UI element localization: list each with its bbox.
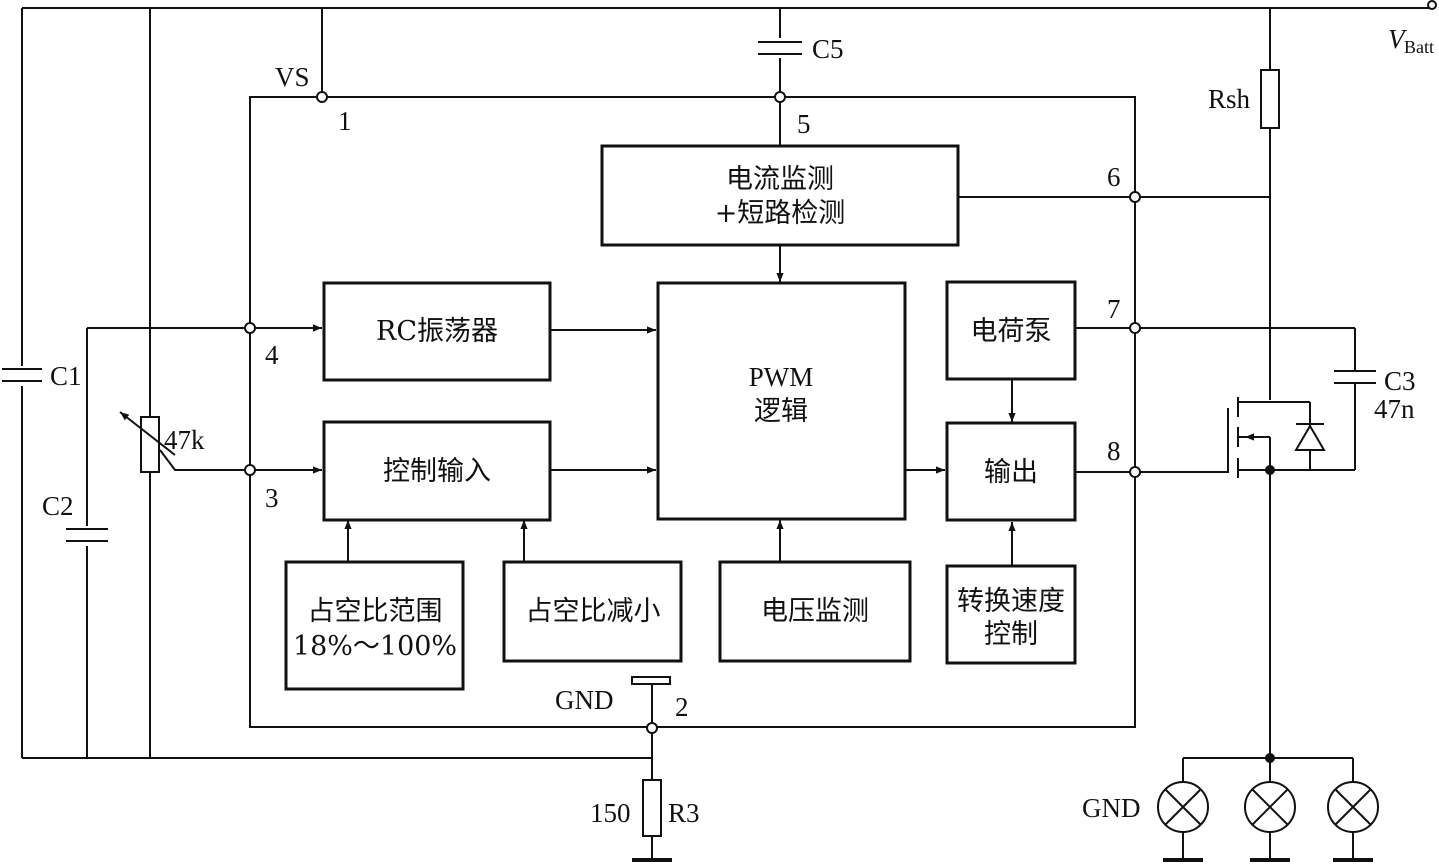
rsh-label: Rsh xyxy=(1208,84,1251,114)
pin-labels: VS 1 5 6 4 7 3 8 2 V Batt xyxy=(265,24,1434,722)
current-monitor-label-2: +短路检测 xyxy=(715,198,846,229)
block-current-monitor: 电流监测 +短路检测 xyxy=(600,144,960,247)
capacitor-c1: C1 xyxy=(0,361,82,391)
pin-2-node xyxy=(646,722,658,734)
lamp-2 xyxy=(1244,781,1296,833)
pin-6-node xyxy=(1129,191,1141,203)
output-label: 输出 xyxy=(984,457,1038,488)
block-voltage-monitor: 电压监测 xyxy=(718,560,912,663)
duty-range-label-1: 占空比范围 xyxy=(308,596,443,627)
pin-3-node xyxy=(244,464,256,476)
duty-range-label-2: 18%～100% xyxy=(293,631,457,662)
duty-reduce-label: 占空比减小 xyxy=(526,596,661,627)
freewheel-diode xyxy=(1294,423,1326,451)
vbatt-subscript: Batt xyxy=(1404,37,1434,57)
pwm-label-2: 逻辑 xyxy=(754,396,808,427)
ic-outline xyxy=(249,96,1136,728)
rc-oscillator-label: RC振荡器 xyxy=(376,316,498,347)
slew-label-2: 控制 xyxy=(984,619,1038,650)
source-junction xyxy=(1265,465,1275,475)
pin-4-label: 4 xyxy=(265,340,279,370)
voltage-monitor-label: 电压监测 xyxy=(761,596,869,627)
lamp-3 xyxy=(1327,781,1379,833)
gnd-pin-symbol: GND xyxy=(555,676,671,715)
c3-value: 47n xyxy=(1374,394,1415,424)
block-control-input: 控制输入 xyxy=(322,420,552,522)
capacitor-c2: C2 xyxy=(42,491,112,546)
slew-label-1: 转换速度 xyxy=(957,586,1065,617)
lamp-gnd-label: GND xyxy=(1082,793,1141,823)
pin-5-node xyxy=(774,91,786,103)
c3-label: C3 xyxy=(1384,366,1416,396)
pin-2-label: 2 xyxy=(675,692,689,722)
lamp-junction xyxy=(1265,753,1275,763)
pin-7-node xyxy=(1129,322,1141,334)
pot-value: 47k xyxy=(164,425,205,455)
pin-8-label: 8 xyxy=(1107,436,1121,466)
block-pwm-logic: PWM 逻辑 xyxy=(656,281,907,521)
pin-8-node xyxy=(1129,466,1141,478)
resistor-r3: 150 R3 xyxy=(590,779,700,837)
pin-1-node xyxy=(316,91,328,103)
block-charge-pump: 电荷泵 xyxy=(945,280,1077,381)
capacitor-c5: C5 xyxy=(755,34,844,64)
c2-label: C2 xyxy=(42,491,74,521)
pin-5-label: 5 xyxy=(797,109,811,139)
potentiometer-47k: 47k xyxy=(119,411,205,473)
r3-label: R3 xyxy=(668,798,700,828)
signal-arrows xyxy=(250,324,1016,566)
block-rc-oscillator: RC振荡器 xyxy=(322,281,552,382)
pwm-label-1: PWM xyxy=(749,362,814,392)
vbatt-label: V xyxy=(1388,24,1408,54)
current-monitor-label-1: 电流监测 xyxy=(726,164,834,195)
pin-6-label: 6 xyxy=(1107,162,1121,192)
pin-7-label: 7 xyxy=(1107,294,1121,324)
lamp-1 xyxy=(1157,781,1209,833)
charge-pump-label: 电荷泵 xyxy=(971,316,1052,347)
c1-label: C1 xyxy=(50,361,82,391)
pin-nodes xyxy=(244,0,1437,763)
r3-value: 150 xyxy=(590,798,631,828)
vbatt-terminal xyxy=(1427,0,1437,10)
pin-4-node xyxy=(244,322,256,334)
resistor-rsh: Rsh xyxy=(1208,69,1280,129)
block-output: 输出 xyxy=(945,421,1077,522)
block-duty-reduce: 占空比减小 xyxy=(502,560,683,663)
vs-label: VS xyxy=(275,62,310,92)
pin-3-label: 3 xyxy=(265,483,279,513)
control-input-label: 控制输入 xyxy=(383,456,491,487)
gnd-pin-label: GND xyxy=(555,685,614,715)
pin-1-label: 1 xyxy=(338,106,352,136)
c5-label: C5 xyxy=(812,34,844,64)
block-duty-range: 占空比范围 18%～100% xyxy=(284,560,465,691)
block-slew-control: 转换速度 控制 xyxy=(945,564,1077,665)
capacitor-c3: C3 47n xyxy=(1334,366,1416,424)
